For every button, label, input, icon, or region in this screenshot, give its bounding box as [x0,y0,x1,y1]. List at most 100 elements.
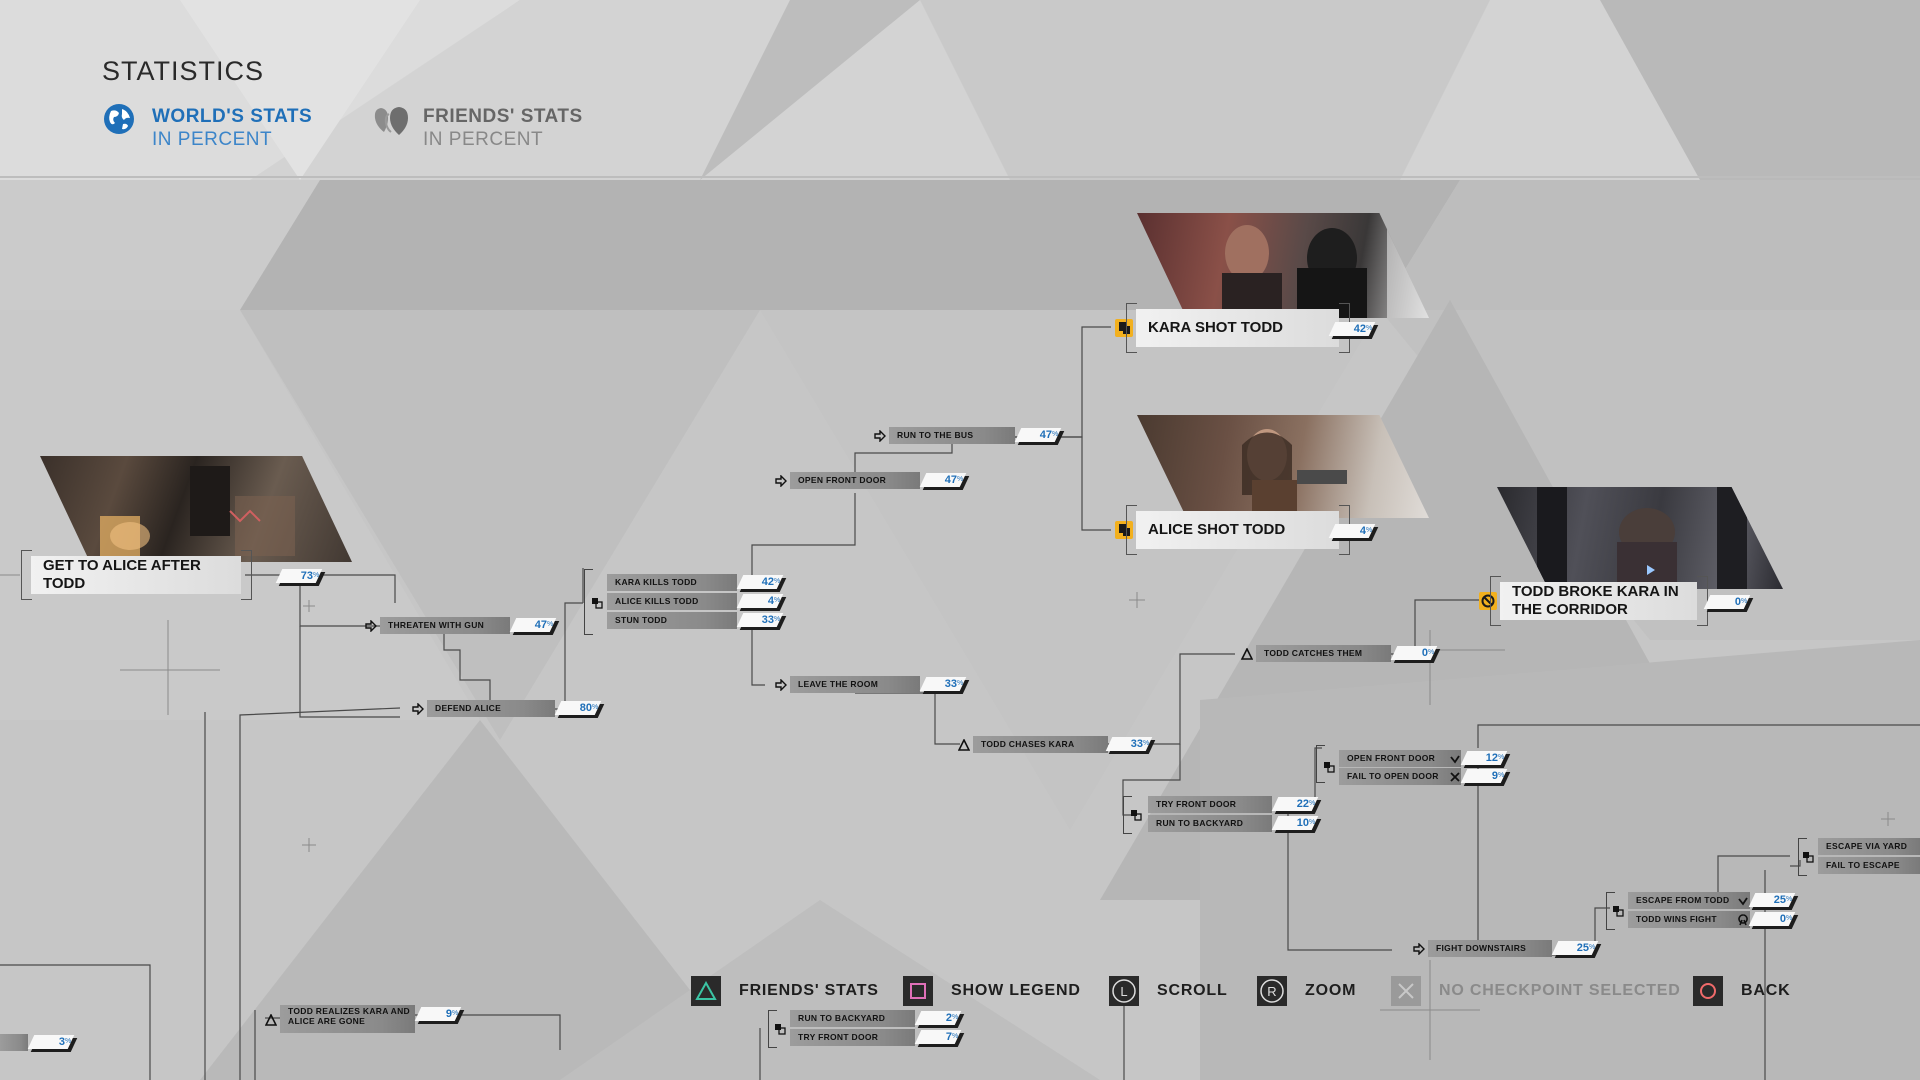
choice-label: STUN TODD [607,612,737,629]
scene-image [1222,213,1429,318]
percent-badge: 73% [275,569,326,586]
worlds-stats-sublabel: IN PERCENT [152,129,273,150]
choice-label: ALICE KILLS TODD [607,593,737,610]
choice-group-bracket [768,1010,777,1048]
percent-badge: 0% [1703,595,1754,612]
choice-label: THREATEN WITH GUN [380,617,510,634]
percent-value: 33 [1130,738,1143,750]
choice-label [0,1034,28,1051]
percent-value: 42 [761,576,774,588]
percent-value: 47 [534,619,547,631]
percent-value: 4 [1359,525,1366,537]
choice-group-bracket [1123,796,1132,834]
checkpoint-node-kara-shot-todd[interactable]: KARA SHOT TODD 42% [1115,303,1379,353]
choice-label: TODD CHASES KARA [973,736,1108,753]
percent-badge: 25% [1551,941,1602,958]
left-stick-icon: L [1109,976,1139,1006]
choice-label: FAIL TO OPEN DOOR [1339,768,1461,785]
button-label: BACK [1741,982,1791,999]
node-label: GET TO ALICE AFTER TODD [31,556,241,594]
percent-unit: % [1309,800,1316,807]
percent-value: 9 [1491,770,1498,782]
percent-badge: 4% [736,594,787,611]
percent-unit: % [1589,944,1596,951]
friends-stats-sublabel: IN PERCENT [423,129,544,150]
arrow-action-icon [874,429,886,447]
worlds-stats-label: WORLD'S STATS [152,106,313,127]
percent-badge: 12% [1460,751,1511,768]
node-bracket-right [241,550,252,600]
percent-value: 0 [1421,647,1428,659]
percent-value: 0 [1779,913,1786,925]
percent-unit: % [774,616,781,623]
node-bracket-left [1126,303,1137,353]
percent-unit: % [952,1033,959,1040]
arrow-action-icon [1413,942,1425,960]
node-label: TODD BROKE KARA IN THE CORRIDOR [1500,582,1697,620]
button-label: FRIENDS' STATS [739,982,879,999]
percent-unit: % [774,578,781,585]
percent-badge: 47% [509,618,560,635]
percent-badge: 22% [1271,797,1322,814]
percent-unit: % [1786,896,1793,903]
percent-value: 33 [761,614,774,626]
percent-badge: 10% [1271,816,1322,833]
checkpoint-node-todd-broke-kara[interactable]: TODD BROKE KARA IN THE CORRIDOR 0% [1479,576,1754,626]
percent-value: 22 [1296,798,1309,810]
percent-unit: % [1366,325,1373,332]
choice-label: LEAVE THE ROOM [790,676,920,693]
interaction-group-icon [1130,808,1142,826]
success-check-icon [1450,752,1460,770]
percent-value: 73 [300,570,313,582]
triangle-event-icon [1240,647,1254,665]
percent-value: 12 [1485,752,1498,764]
percent-value: 25 [1773,894,1786,906]
percent-badge: 33% [736,613,787,630]
choice-label: RUN TO BACKYARD [790,1010,915,1027]
choice-label: ESCAPE FROM TODD [1628,892,1750,909]
arrow-action-icon [775,678,787,696]
percent-value: 47 [1039,429,1052,441]
percent-unit: % [1498,772,1505,779]
percent-value: 7 [945,1031,952,1043]
page-title: STATISTICS [102,56,265,86]
percent-badge: 0% [1390,646,1441,663]
scene-image [100,466,295,556]
percent-value: 10 [1296,817,1309,829]
arrow-action-icon [775,474,787,492]
percent-value: 0 [1734,596,1741,608]
choice-label: TODD CATCHES THEM [1256,645,1391,662]
percent-unit: % [957,680,964,687]
percent-value: 9 [445,1008,452,1020]
triangle-event-icon [264,1013,278,1031]
interaction-group-icon [774,1022,786,1040]
choice-label: TRY FRONT DOOR [1148,796,1272,813]
circle-button-icon [1693,976,1723,1006]
percent-unit: % [1498,754,1505,761]
node-bracket-left [21,550,32,600]
percent-unit: % [592,704,599,711]
triangle-button-icon [691,976,721,1006]
checkpoint-node-get-to-alice[interactable]: GET TO ALICE AFTER TODD 73% [21,550,326,600]
scene-thumbnail-kara-shot-todd[interactable] [1137,213,1429,318]
percent-badge: 33% [1105,737,1156,754]
scene-thumbnail-alice-shot-todd[interactable] [1137,415,1429,518]
right-stick-glyph: R [1267,984,1276,999]
globe-icon [102,102,136,141]
percent-unit: % [952,1014,959,1021]
button-label: NO CHECKPOINT SELECTED [1439,982,1681,999]
percent-value: 2 [945,1012,952,1024]
node-bracket-left [1126,505,1137,555]
arrow-action-icon [365,619,377,637]
friends-stats-label: FRIENDS' STATS [423,106,583,127]
percent-badge: 42% [736,575,787,592]
percent-badge: 47% [1014,428,1065,445]
button-label: SCROLL [1157,982,1228,999]
percent-value: 4 [767,595,774,607]
checkpoint-node-alice-shot-todd[interactable]: ALICE SHOT TODD 4% [1115,505,1379,555]
percent-value: 25 [1576,942,1589,954]
scene-thumbnail-get-to-alice[interactable] [40,456,352,562]
choice-label: TRY FRONT DOOR [790,1029,915,1046]
triangle-event-icon [957,738,971,756]
choice-label: RUN TO THE BUS [889,427,1015,444]
